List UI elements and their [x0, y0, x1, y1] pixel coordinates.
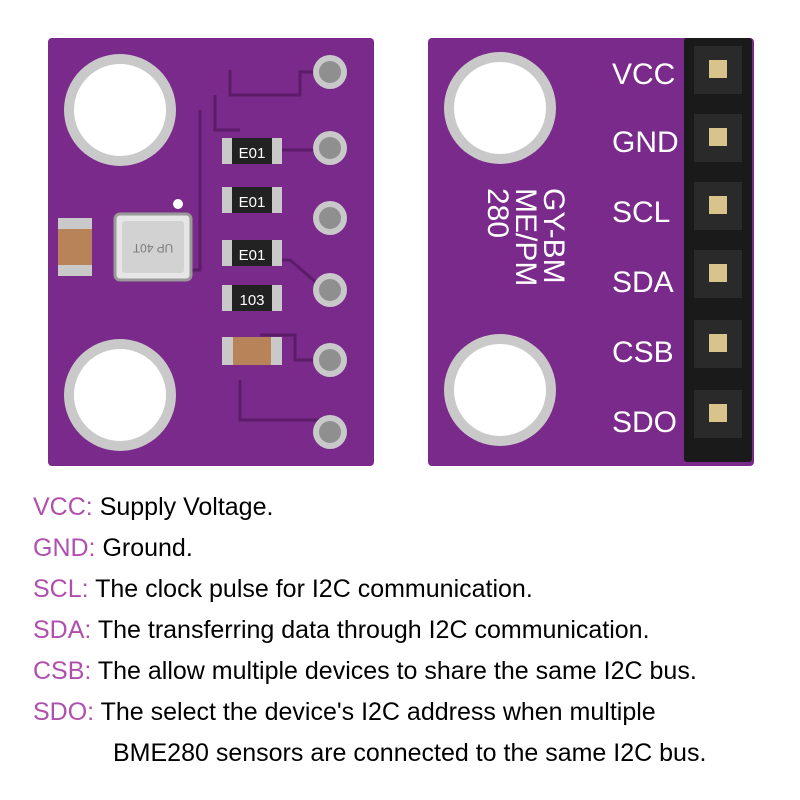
pin-label-sda: SDA [612, 266, 674, 299]
model-line: GY-BM [537, 188, 570, 284]
pin-pad-icon [313, 201, 347, 235]
resistor-icon: 103 [222, 285, 282, 311]
pin-header [684, 38, 752, 462]
mounting-hole-icon [444, 334, 556, 446]
pin-labels: VCC GND SCL SDA CSB SDO [612, 58, 679, 439]
pin-name: CSB: [33, 657, 92, 685]
sensor-marking: UP 40T [132, 241, 173, 255]
pin-text: Supply Voltage. [99, 493, 274, 521]
product-photo: E01 E01 E01 103 [48, 38, 754, 466]
header-pin-icon [694, 46, 742, 94]
pin-pad-icon [313, 343, 347, 377]
pin-name: SCL: [33, 575, 89, 603]
pin-label-csb: CSB [612, 336, 674, 369]
pin-description-gnd: GND: Ground. [33, 528, 793, 569]
pin-pad-icon [313, 55, 347, 89]
header-pin-icon [694, 250, 742, 298]
board-front: E01 E01 E01 103 [48, 38, 374, 466]
pin-name: GND: [33, 534, 96, 562]
pin-label-gnd: GND [612, 126, 679, 159]
pin-text: The select the device's I2C address when… [100, 698, 656, 726]
capacitor-icon [58, 218, 92, 276]
pin-text: The allow multiple devices to share the … [97, 657, 697, 685]
pin-description-vcc: VCC: Supply Voltage. [33, 487, 793, 528]
resistor-code: E01 [239, 194, 266, 211]
pin-description-sdo: SDO: The select the device's I2C address… [33, 692, 793, 733]
pin-description-sda: SDA: The transferring data through I2C c… [33, 610, 793, 651]
header-pin-icon [694, 114, 742, 162]
pin-description-sdo-continued: BME280 sensors are connected to the same… [113, 739, 707, 767]
pin-text: The transferring data through I2C commun… [97, 616, 650, 644]
resistor-icon: E01 [222, 240, 282, 266]
board-back: GY-BM ME/PM 280 VCC GND SCL SDA CSB SDO [428, 38, 754, 466]
resistor-icon: E01 [222, 138, 282, 164]
mounting-hole-icon [64, 54, 176, 166]
pin-pad-icon [313, 415, 347, 449]
resistor-code: 103 [239, 292, 264, 309]
pin-name: SDA: [33, 616, 92, 644]
resistor-icon: E01 [222, 187, 282, 213]
capacitor-icon [222, 337, 282, 365]
pin-description-csb: CSB: The allow multiple devices to share… [33, 651, 793, 692]
pin-description-scl: SCL: The clock pulse for I2C communicati… [33, 569, 793, 610]
model-line: 280 [481, 188, 514, 238]
mounting-hole-icon [444, 52, 556, 164]
pin-pad-icon [313, 131, 347, 165]
pin-label-vcc: VCC [612, 58, 675, 91]
pin-label-scl: SCL [612, 196, 670, 229]
pin-descriptions: VCC: Supply Voltage. GND: Ground. SCL: T… [33, 487, 793, 774]
header-pin-icon [694, 182, 742, 230]
pin-pad-icon [313, 273, 347, 307]
pin-pads [313, 55, 347, 449]
pin-name: SDO: [33, 698, 95, 726]
mounting-hole-icon [64, 339, 176, 451]
header-pin-icon [694, 390, 742, 438]
model-line: ME/PM [509, 188, 542, 286]
pin-label-sdo: SDO [612, 406, 677, 439]
resistor-code: E01 [239, 247, 266, 264]
header-pin-icon [694, 320, 742, 368]
pin-name: VCC: [33, 493, 93, 521]
pin-text: Ground. [102, 534, 193, 562]
pin-text: The clock pulse for I2C communication. [95, 575, 533, 603]
model-text: GY-BM ME/PM 280 [481, 188, 570, 286]
sensor-chip-icon: UP 40T [113, 212, 193, 282]
resistor-code: E01 [239, 145, 266, 162]
